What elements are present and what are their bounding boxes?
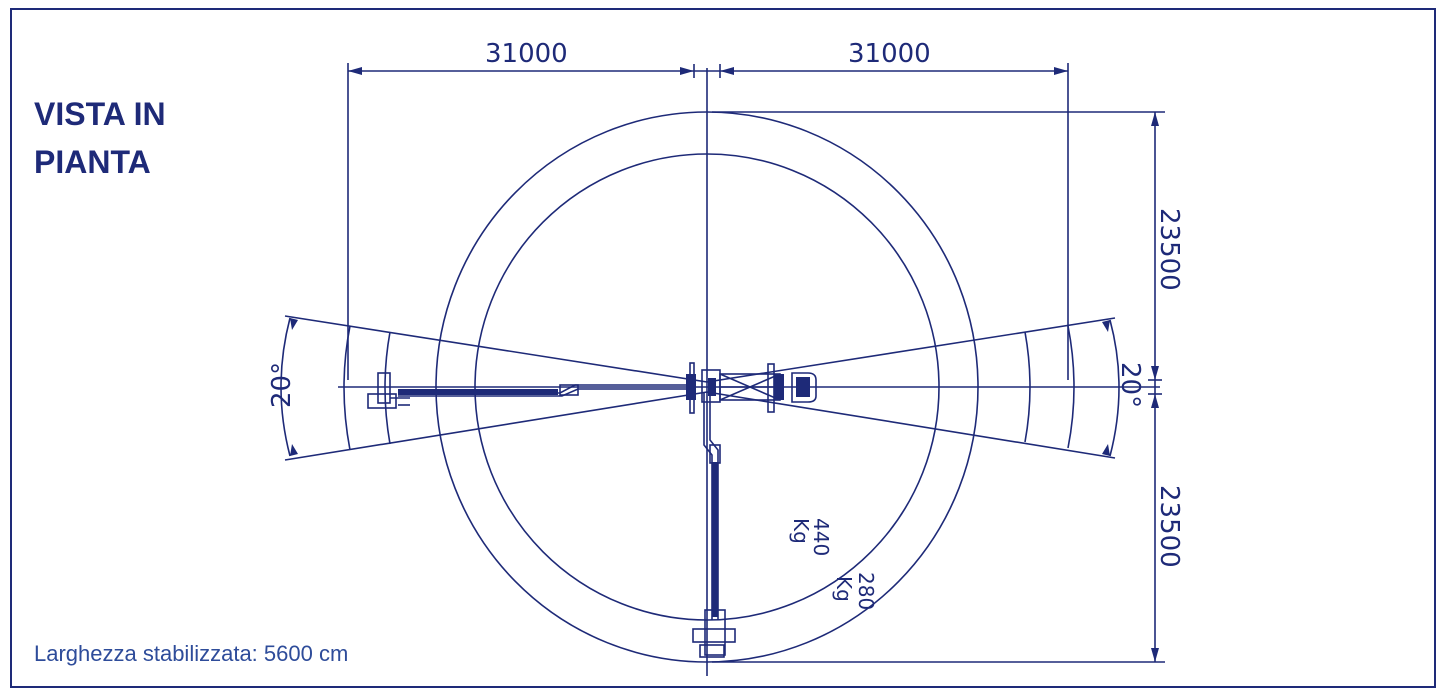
view-title-line-2: PIANTA [34, 144, 151, 180]
right-angle-label: 20° [1115, 362, 1145, 408]
inner-load-value: 440 [809, 518, 833, 556]
horizontal-boom [398, 384, 690, 397]
bottom-basket [692, 609, 736, 658]
outer-load-unit: Kg [832, 576, 856, 602]
right-width-label: 31000 [848, 39, 931, 69]
drawing-frame [10, 8, 1436, 688]
left-basket [367, 372, 410, 409]
top-dimension [347, 63, 1069, 380]
left-angle-label: 20° [267, 362, 297, 408]
left-width-label: 31000 [485, 39, 568, 69]
view-title: VISTA IN PIANTA [34, 90, 166, 186]
right-rotation-sector [706, 317, 1120, 459]
left-rotation-sector [280, 315, 708, 461]
right-dimension [712, 111, 1165, 663]
inner-load-unit: Kg [789, 518, 813, 544]
lower-height-label: 23500 [1154, 485, 1184, 568]
upper-height-label: 23500 [1154, 208, 1184, 291]
view-title-line-1: VISTA IN [34, 96, 166, 132]
vertical-boom [703, 392, 721, 620]
stabilized-width-caption: Larghezza stabilizzata: 5600 cm [34, 641, 349, 666]
outer-load-value: 280 [854, 572, 878, 610]
vehicle-chassis [686, 362, 817, 414]
